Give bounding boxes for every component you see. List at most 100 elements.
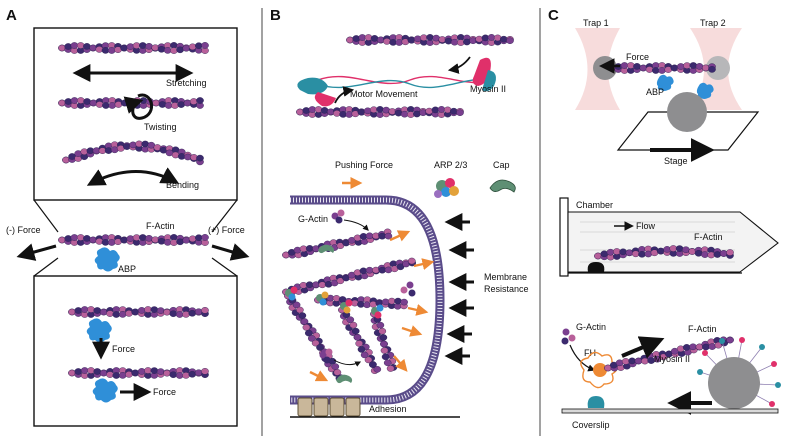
actin-subunit (108, 102, 116, 109)
actin-subunit (378, 327, 387, 335)
actin-subunit (118, 311, 127, 318)
factin-filament-stretching (58, 42, 209, 54)
panel-a-top-box (33, 27, 238, 201)
factin-branch (282, 257, 417, 296)
actin-subunit (658, 67, 666, 74)
actin-subunit (682, 344, 691, 351)
stretching-label: Stretching (166, 78, 207, 88)
panel-a-letter: A (6, 7, 17, 24)
bending-arrow (86, 167, 180, 186)
actin-subunit (201, 306, 209, 314)
actin-subunit (150, 306, 159, 313)
actin-subunit (169, 371, 178, 379)
factin-branch (314, 294, 408, 310)
actin-subunit (156, 368, 165, 375)
actin-subunit (351, 327, 360, 335)
pos-force-label: (+) Force (208, 225, 245, 235)
gactin-monomer (562, 328, 570, 336)
actin-subunit (106, 310, 114, 317)
gactin-label-c: G-Actin (576, 322, 606, 332)
actin-subunit (58, 99, 66, 107)
coverslip (561, 408, 779, 414)
abp-protein (696, 82, 714, 99)
actin-subunit (346, 316, 355, 324)
actin-subunit (407, 257, 416, 265)
actin-subunit (708, 66, 716, 73)
actin-subunit (99, 308, 108, 316)
actin-subunit (360, 351, 369, 359)
arp-complex-icon (434, 178, 459, 198)
actin-subunit (169, 310, 178, 318)
abp-protein (656, 74, 674, 91)
myosin-arrow (447, 56, 471, 74)
cap-icon (489, 179, 516, 193)
actin-subunit (355, 340, 364, 347)
panel-a: A Stretching Twisting Bending F-Actin AB… (6, 7, 250, 427)
gactin-monomer (337, 209, 345, 217)
actin-subunit (506, 37, 514, 45)
force-down-label: Force (112, 344, 135, 354)
adhesion-block (329, 397, 345, 417)
actin-subunit (383, 359, 392, 367)
adhesion-label: Adhesion (369, 404, 407, 414)
actin-subunit (380, 347, 389, 354)
connector-line (211, 257, 238, 277)
myosin-head-right (482, 70, 496, 92)
arp-label: ARP 2/3 (434, 160, 467, 170)
factin-filament-twisting (58, 97, 204, 109)
factin-filament-formin (604, 336, 734, 372)
stage-label: Stage (664, 156, 688, 166)
myosin-label-b: Myosin II (470, 84, 506, 94)
actin-subunit (182, 372, 190, 379)
arp-complex-icon (285, 286, 298, 301)
actin-subunit (157, 237, 166, 245)
factin-label-c2: F-Actin (688, 324, 717, 334)
myosin-head-left (314, 92, 336, 107)
actin-subunit (384, 232, 393, 240)
neg-force-label: (-) Force (6, 225, 41, 235)
actin-subunit (68, 369, 76, 377)
trap1-label: Trap 1 (583, 18, 609, 28)
actin-subunit (695, 63, 704, 70)
actin-subunit (689, 343, 697, 351)
actin-subunit (298, 312, 307, 319)
adhesion-block (345, 397, 361, 417)
panel-c-letter: C (548, 7, 559, 24)
factin-filament-lower (296, 106, 464, 118)
actin-subunit (131, 369, 140, 377)
gactin-arrow (343, 219, 369, 231)
trap2-label: Trap 2 (700, 18, 726, 28)
gactin-monomer (325, 348, 333, 356)
factin-filament-trap (608, 62, 716, 74)
abp-protein (94, 247, 120, 272)
myosin-head-left (297, 77, 328, 95)
actin-subunit (120, 99, 129, 107)
actin-subunit (157, 46, 166, 53)
arp-complex-icon (340, 299, 353, 314)
fh-label: FH (584, 348, 596, 358)
twisting-arrow (123, 93, 153, 120)
actin-subunit (150, 367, 159, 374)
myosin-thick-filament (317, 75, 496, 85)
actin-subunit (137, 307, 146, 314)
gactin-arrow (569, 344, 596, 372)
abp-protein (92, 378, 118, 403)
abp-protein (86, 318, 112, 343)
flow-label: Flow (636, 221, 656, 231)
gactin-monomer (406, 281, 414, 289)
actin-subunit (95, 101, 104, 108)
pushing-force-arrow (393, 355, 408, 372)
actin-subunit (694, 249, 703, 257)
actin-subunit (201, 367, 209, 375)
actin-subunit (456, 109, 464, 116)
actin-subunit (726, 249, 734, 256)
abp-label-c: ABP (646, 87, 664, 97)
actin-subunit (688, 248, 697, 255)
actin-subunit (137, 368, 146, 375)
growth-arrow (621, 336, 665, 359)
actin-subunit (107, 47, 116, 54)
actin-subunit (112, 372, 121, 379)
actin-subunit (619, 248, 627, 256)
chamber-label: Chamber (576, 200, 613, 210)
